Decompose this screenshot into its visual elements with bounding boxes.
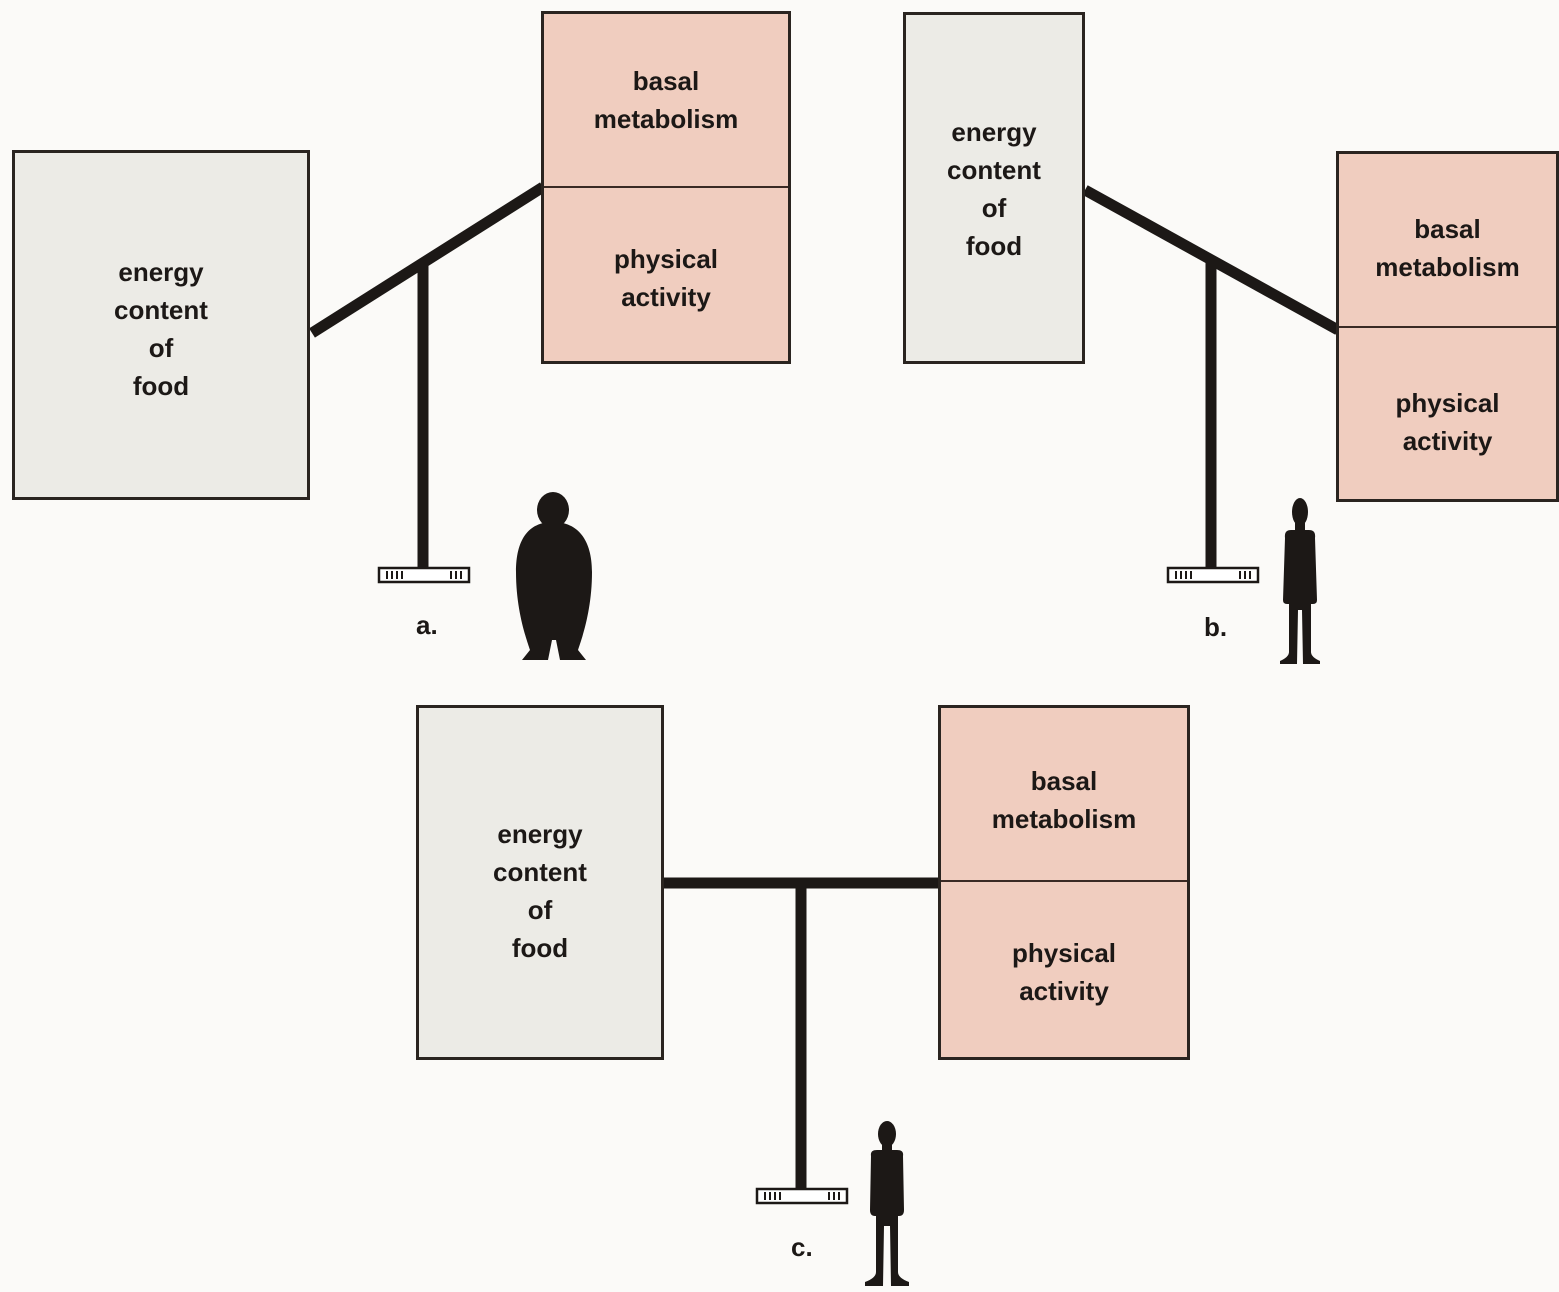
food-energy-label-c: energy content of food bbox=[493, 819, 587, 963]
obese-person-icon bbox=[516, 492, 592, 660]
energy-expenditure-box-a: basal metabolism physical activity bbox=[541, 11, 791, 364]
food-energy-label-b: energy content of food bbox=[947, 117, 1041, 261]
food-energy-label-a: energy content of food bbox=[114, 257, 208, 401]
balance-b bbox=[1082, 185, 1341, 584]
physical-activity-label-a: physical activity bbox=[613, 244, 719, 312]
balance-a bbox=[309, 182, 546, 584]
diagram-tag-b: b. bbox=[1204, 612, 1228, 642]
diagram-tag-a: a. bbox=[416, 610, 438, 640]
food-energy-box-c: energy content of food bbox=[416, 705, 664, 1060]
energy-expenditure-box-c: basal metabolism physical activity bbox=[938, 705, 1190, 1060]
physical-activity-label-b: physical activity bbox=[1395, 388, 1500, 456]
balance-c-base bbox=[755, 1187, 849, 1205]
basal-metabolism-label-a: basal metabolism bbox=[593, 66, 739, 134]
energy-expenditure-box-b: basal metabolism physical activity bbox=[1336, 151, 1559, 502]
normal-person-icon bbox=[865, 1121, 909, 1286]
physical-activity-label-c: physical activity bbox=[1011, 938, 1117, 1006]
food-energy-box-a: energy content of food bbox=[12, 150, 310, 500]
expenditure-divider-b bbox=[1339, 326, 1556, 328]
balance-c bbox=[664, 877, 940, 1205]
basal-metabolism-label-c: basal metabolism bbox=[991, 766, 1137, 834]
expenditure-divider-a bbox=[544, 186, 788, 188]
balance-a-base bbox=[377, 566, 471, 584]
food-energy-box-b: energy content of food bbox=[903, 12, 1085, 364]
diagram-tag-c: c. bbox=[791, 1232, 813, 1262]
basal-metabolism-label-b: basal metabolism bbox=[1375, 214, 1520, 282]
thin-person-icon bbox=[1280, 498, 1320, 664]
balance-b-base bbox=[1166, 566, 1260, 584]
expenditure-divider-c bbox=[941, 880, 1187, 882]
